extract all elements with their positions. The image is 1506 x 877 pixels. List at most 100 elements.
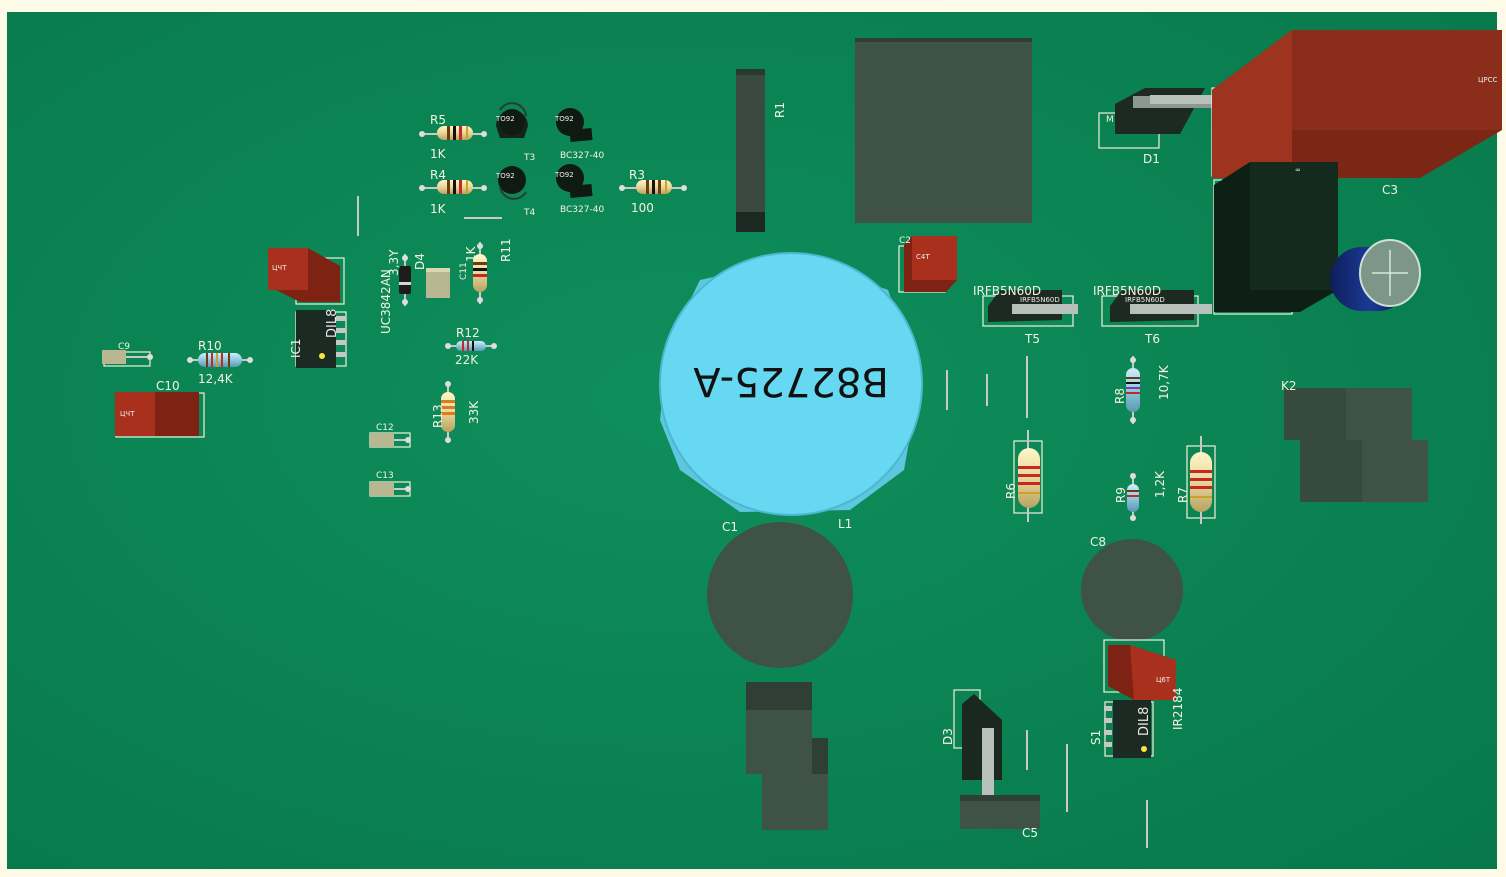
svg-text:ЦЧТ: ЦЧТ — [120, 410, 135, 418]
d1-ref-label: D1 — [1143, 152, 1160, 166]
d3-ref-label: D3 — [941, 728, 955, 745]
resistor-r11[interactable]: 1K R11 — [464, 238, 513, 304]
r10-ref-label: R10 — [198, 339, 222, 353]
c10-ref-label: C10 — [156, 379, 180, 393]
t4-package-text: TO92 — [495, 172, 515, 180]
capacitor-c5[interactable]: C5 — [960, 795, 1040, 840]
t3b-package-text: TO92 — [554, 115, 574, 123]
svg-text:∞: ∞ — [1295, 166, 1301, 174]
capacitor-c9[interactable]: C9 — [102, 342, 153, 367]
resistor-r7[interactable]: R7 — [1176, 436, 1216, 524]
c5-ref-label: C5 — [1022, 826, 1038, 840]
resistor-r8[interactable]: R8 10,7K — [1113, 356, 1171, 424]
capacitor-c2[interactable]: C2 С4Т — [898, 236, 957, 293]
ic-ic1-uc3842an[interactable]: DIL8 UC3842AN IC1 — [289, 269, 393, 368]
black-relay-block[interactable]: ∞ — [1213, 162, 1338, 315]
k2-ref-label: K2 — [1281, 379, 1297, 393]
c3-ref-label: C3 — [1382, 183, 1398, 197]
svg-text:IRFB5N60D: IRFB5N60D — [1125, 296, 1165, 304]
r6-ref-label: R6 — [1004, 483, 1018, 499]
capacitor-c1[interactable]: C1 — [707, 520, 853, 668]
capacitor-c13[interactable]: C13 — [369, 471, 411, 497]
diode-d4[interactable]: 3,3Y D4 — [387, 249, 427, 306]
c11-ref-label: C11 — [459, 262, 469, 280]
resistor-r6[interactable]: R6 — [1004, 430, 1043, 522]
ic1-package-label: DIL8 — [325, 309, 340, 338]
connector-block-bottom[interactable] — [746, 682, 828, 830]
r11-ref-label: R11 — [499, 238, 513, 262]
r1-ref-label: R1 — [773, 102, 787, 118]
resistor-r9[interactable]: R9 1,2K — [1114, 470, 1167, 521]
d4-ref-label: D4 — [413, 253, 427, 270]
ic1-part-label: UC3842AN — [379, 269, 393, 334]
resistor-r1[interactable]: R1 — [736, 69, 787, 232]
t3-part-label: BC327-40 — [560, 151, 604, 161]
c9-ref-label: C9 — [118, 342, 130, 352]
transformer-l1[interactable]: B82725-A L1 — [659, 252, 923, 531]
svg-text:IRFB5N60D: IRFB5N60D — [1020, 296, 1060, 304]
resistor-r4[interactable]: R4 1K — [419, 168, 487, 216]
large-square-component[interactable] — [855, 38, 1032, 223]
t6-part-label: IRFB5N60D — [1093, 284, 1161, 298]
resistor-r13[interactable]: R13 33K — [431, 381, 481, 443]
transistor-t5[interactable]: IRFB5N60D IRFB5N60D T5 — [973, 284, 1078, 346]
r11-value-label: 1K — [464, 245, 478, 262]
resistor-r10[interactable]: R10 12,4K — [187, 339, 253, 386]
r8-ref-label: R8 — [1113, 388, 1127, 404]
r10-value-label: 12,4K — [198, 372, 234, 386]
resistor-r5[interactable]: R5 1K — [419, 113, 487, 161]
r12-ref-label: R12 — [456, 326, 480, 340]
r9-ref-label: R9 — [1114, 487, 1128, 503]
transformer-part-label: B82725-A — [693, 358, 889, 404]
electrolytic-capacitor[interactable] — [1330, 239, 1421, 311]
r3-value-label: 100 — [631, 201, 654, 215]
transistor-t4b[interactable]: TO92 BC327-40 — [554, 164, 604, 215]
t3-ref-label: T3 — [523, 153, 535, 163]
c2-ref-label: C2 — [899, 236, 911, 246]
svg-text:Ц6Т: Ц6Т — [1156, 676, 1171, 684]
t3-package-text: TO92 — [495, 115, 515, 123]
resistor-r12[interactable]: R12 22K — [445, 326, 497, 367]
r3-ref-label: R3 — [629, 168, 645, 182]
r9-value-label: 1,2K — [1153, 470, 1167, 498]
d1-pin-label: M — [1106, 115, 1114, 125]
s1-package-label: DIL8 — [1137, 707, 1152, 736]
r4-ref-label: R4 — [430, 168, 446, 182]
transistor-t6[interactable]: IRFB5N60D IRFB5N60D T6 — [1093, 284, 1212, 346]
c8-ref-label: C8 — [1090, 535, 1106, 549]
svg-text:ЦЧТ: ЦЧТ — [272, 264, 287, 272]
diode-d3[interactable]: D3 — [941, 689, 1002, 798]
transistor-t3b[interactable]: TO92 BC327-40 — [554, 108, 604, 161]
capacitor-c6[interactable]: Ц6Т — [1103, 639, 1176, 700]
r12-value-label: 22K — [455, 353, 479, 367]
transistor-t3[interactable]: TO92 T3 — [495, 102, 535, 163]
r13-value-label: 33K — [467, 400, 481, 424]
connector-k2[interactable]: K2 — [1281, 379, 1428, 502]
r4-value-label: 1K — [430, 202, 447, 216]
r8-value-label: 10,7K — [1157, 364, 1171, 400]
capacitor-c10[interactable]: ЦЧТ C10 — [115, 379, 205, 438]
s1-ref-label: S1 — [1089, 730, 1103, 745]
r13-ref-label: R13 — [431, 404, 445, 428]
r5-ref-label: R5 — [430, 113, 446, 127]
diode-d1[interactable]: D1 M — [1098, 88, 1219, 166]
l1-ref-label: L1 — [838, 517, 852, 531]
c13-ref-label: C13 — [376, 471, 394, 481]
c12-ref-label: C12 — [376, 423, 394, 433]
resistor-r3[interactable]: R3 100 — [619, 168, 687, 215]
t4-ref-label: T4 — [523, 208, 535, 218]
ic-s1-ir2184[interactable]: DIL8 IR2184 S1 — [1089, 688, 1185, 758]
transistor-t4[interactable]: TO92 T4 — [495, 166, 535, 218]
t5-part-label: IRFB5N60D — [973, 284, 1041, 298]
capacitor-c8[interactable]: C8 — [1081, 535, 1183, 641]
capacitor-c12[interactable]: C12 — [369, 423, 411, 448]
c1-ref-label: C1 — [722, 520, 738, 534]
d4-value-label: 3,3Y — [387, 249, 401, 276]
s1-part-label: IR2184 — [1171, 688, 1185, 730]
capacitor-red-left[interactable]: ЦЧТ — [268, 248, 345, 305]
t4-part-label: BC327-40 — [560, 205, 604, 215]
capacitor-c11[interactable]: C11 — [426, 262, 469, 298]
capacitor-c3[interactable]: ЦРСС C3 — [1211, 30, 1502, 197]
